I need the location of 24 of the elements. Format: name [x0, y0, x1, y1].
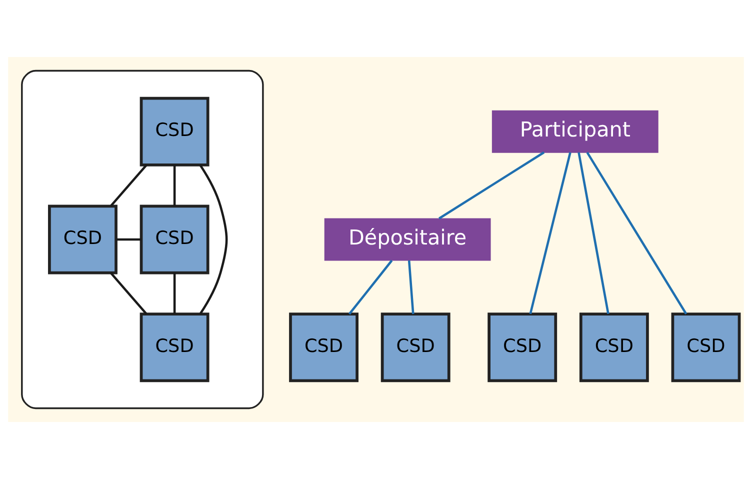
- node-box: CSD: [140, 312, 210, 382]
- node-box: CSD: [140, 204, 210, 274]
- node-box: CSD: [48, 204, 118, 274]
- connector: [110, 164, 148, 206]
- connector: [348, 259, 393, 314]
- connector: [529, 152, 572, 314]
- connector: [438, 150, 545, 219]
- connector: [578, 152, 610, 314]
- connector: [586, 151, 688, 314]
- cluster: [21, 69, 264, 409]
- node-box: Participant: [492, 110, 658, 152]
- node-box: CSD: [289, 312, 358, 382]
- node-box: CSD: [140, 96, 210, 166]
- node-box: CSD: [671, 312, 741, 382]
- node-box: CSD: [579, 312, 649, 382]
- connector: [199, 164, 228, 314]
- connector: [110, 272, 148, 314]
- connector: [116, 238, 142, 240]
- node-box: CSD: [380, 312, 450, 382]
- connector: [408, 260, 414, 314]
- connector: [173, 164, 176, 206]
- node-box: CSD: [488, 312, 558, 382]
- node-box: Dépositaire: [324, 218, 491, 260]
- connector: [173, 272, 176, 314]
